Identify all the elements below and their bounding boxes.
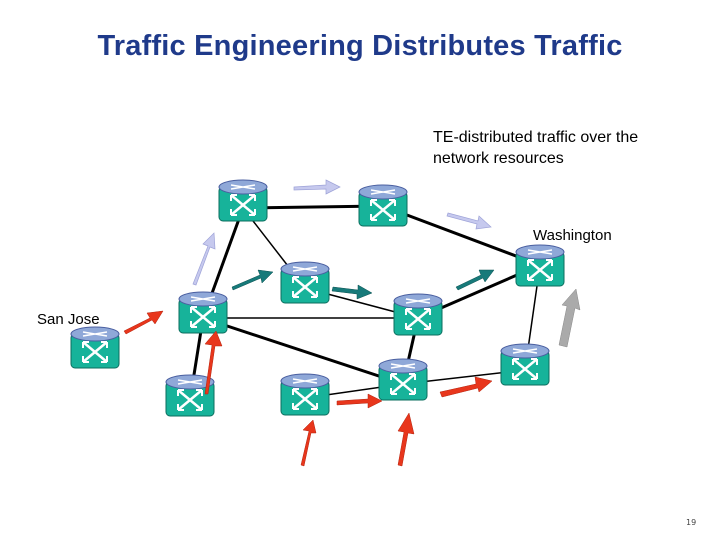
teal-arrow (231, 269, 495, 300)
caption-line-2: network resources (433, 150, 564, 167)
router-icon (377, 357, 429, 402)
page-number: 19 (686, 518, 697, 527)
router-icon (279, 260, 331, 305)
router-icon (392, 292, 444, 337)
caption: TE-distributed traffic over the network … (433, 127, 703, 169)
san-jose-label: San Jose (37, 311, 100, 328)
red-arrow (123, 310, 493, 467)
router-icon (357, 183, 409, 228)
router-icon (177, 290, 229, 335)
slide-title: Traffic Engineering Distributes Traffic (97, 30, 623, 62)
washington-label: Washington (533, 227, 612, 244)
router-washington-icon (514, 243, 566, 288)
traffic-arrows (123, 179, 581, 467)
caption-line-1: TE-distributed traffic over the (433, 129, 639, 146)
router-icon (217, 178, 269, 223)
gray-arrow (558, 288, 581, 348)
link (382, 204, 541, 267)
router-icon (499, 342, 551, 387)
link (202, 316, 404, 386)
links (188, 204, 541, 401)
router-san-jose-icon (69, 325, 121, 370)
lavender-arrow (192, 179, 492, 286)
router-icon (279, 372, 331, 417)
